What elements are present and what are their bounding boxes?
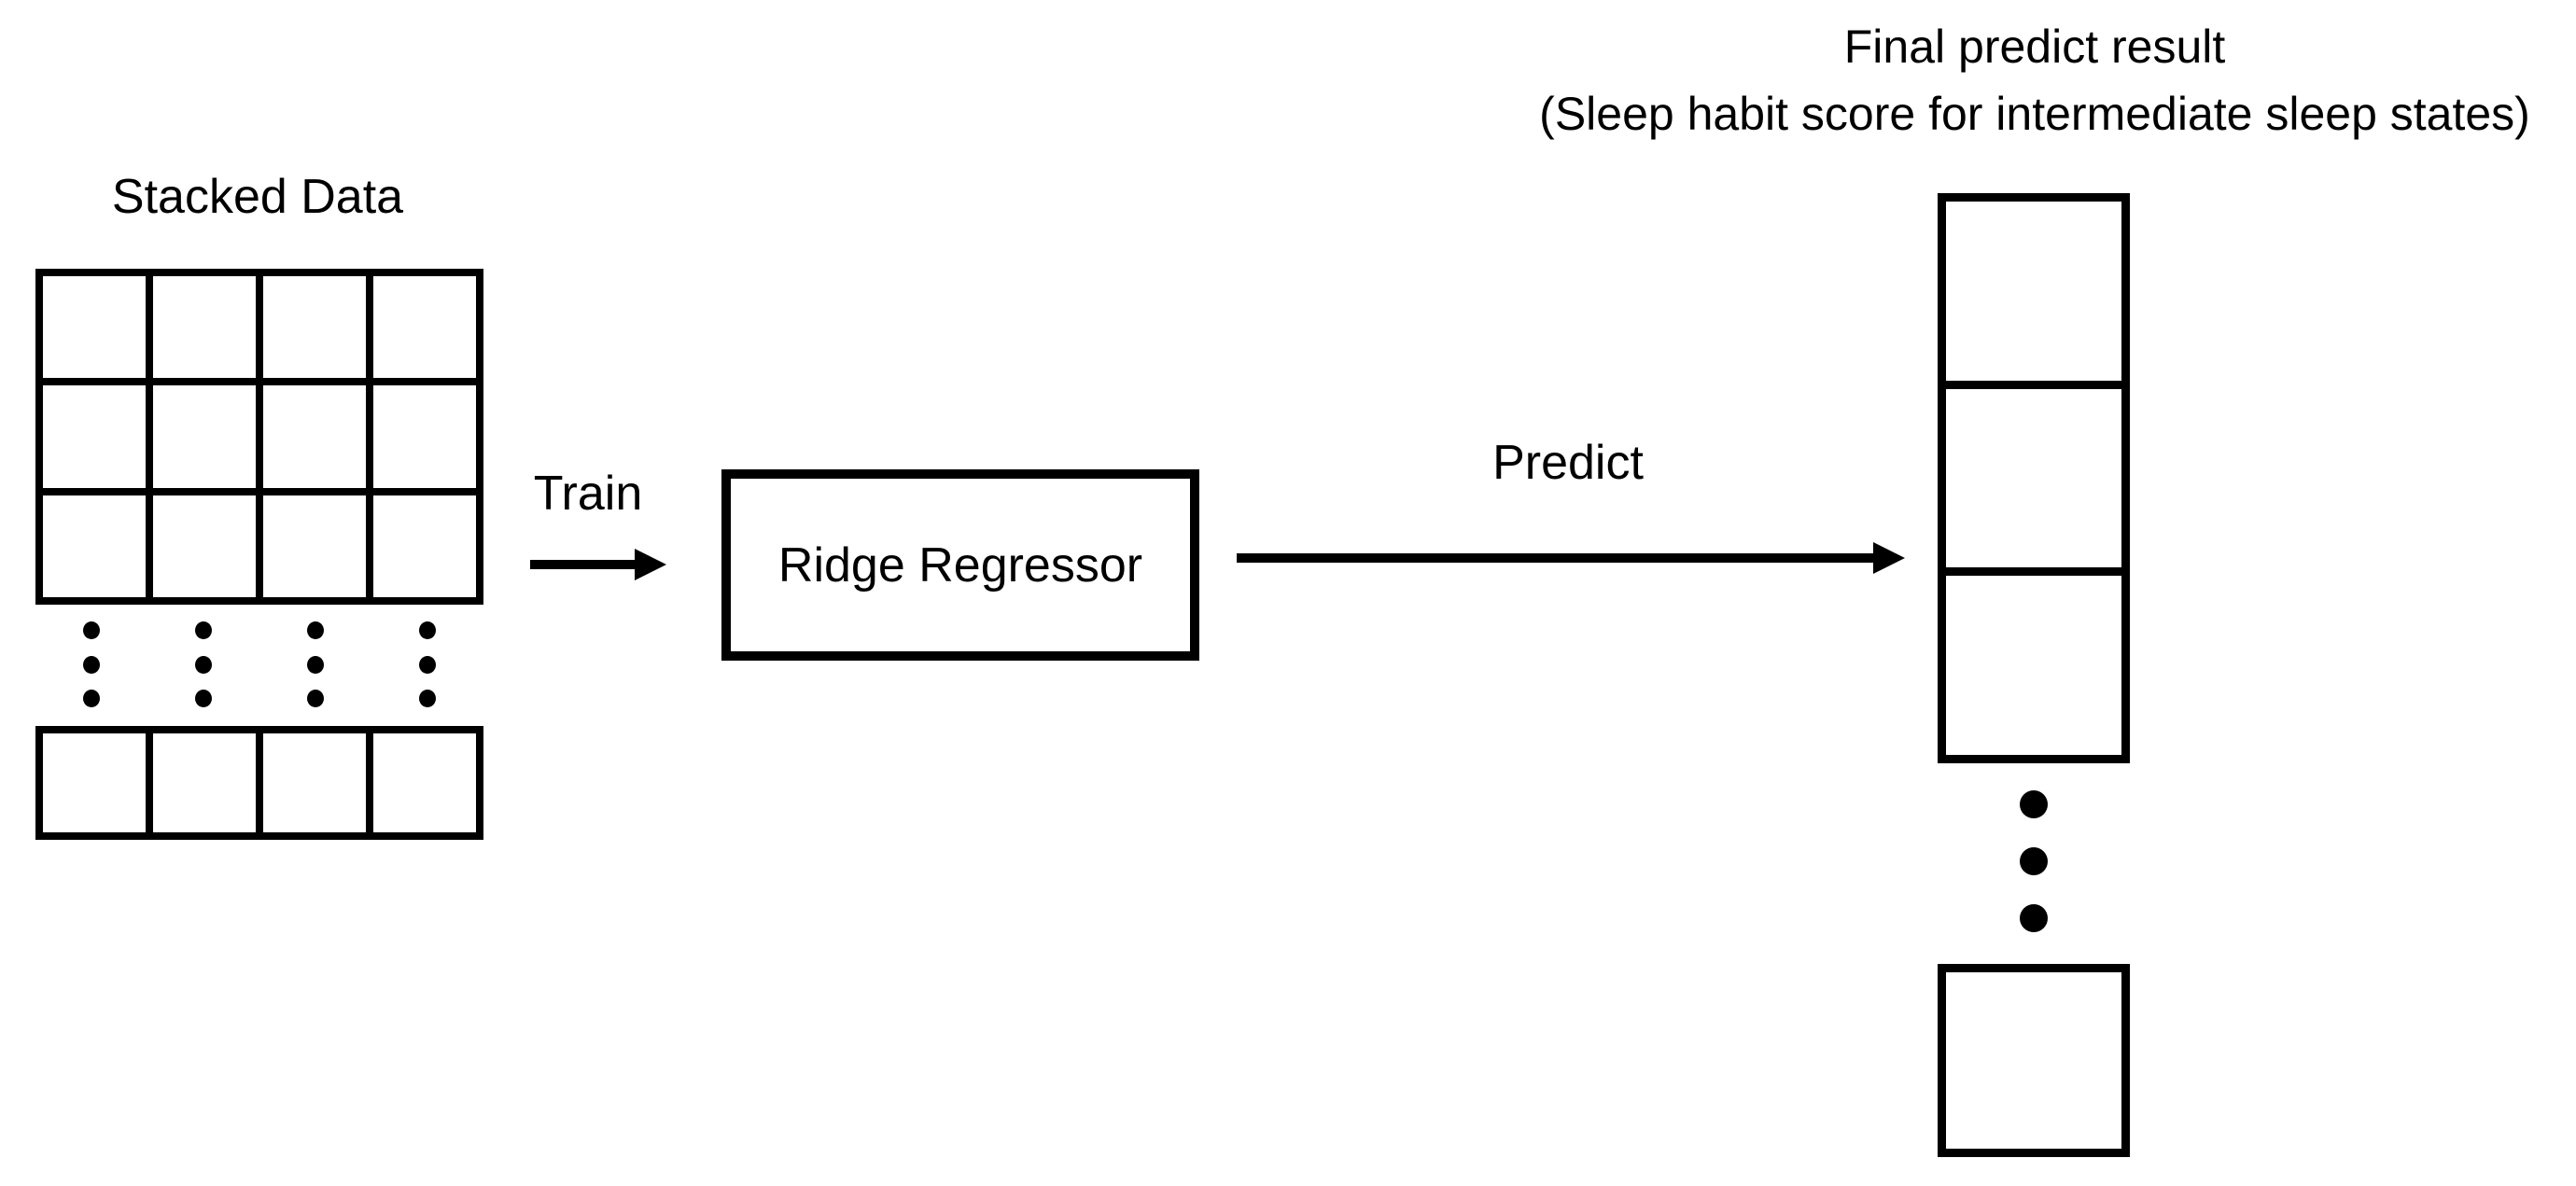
ellipsis-dot [195, 621, 212, 639]
stacked-data-cell [373, 733, 476, 832]
ellipsis-dot [83, 621, 100, 639]
ellipsis-dot [195, 655, 212, 674]
ridge-regressor-box: Ridge Regressor [721, 469, 1199, 661]
stacked-data-grid-top [35, 269, 483, 605]
stacked-data-cell [373, 495, 476, 597]
ellipsis-dot [419, 621, 436, 639]
stacked-data-cell [263, 495, 366, 597]
stacked-data-cell [373, 385, 476, 488]
predict-arrow-head [1873, 542, 1905, 574]
stacked-data-cell [373, 276, 476, 379]
result-cell [1946, 576, 2121, 755]
ellipsis-dot [419, 690, 436, 707]
ellipsis-dot [307, 621, 324, 639]
predict-label: Predict [1492, 436, 1644, 490]
result-title: Final predict result (Sleep habit score … [1491, 13, 2576, 147]
stacked-data-cell [43, 385, 146, 488]
stacked-data-cell [153, 276, 256, 379]
ellipsis-dot [195, 690, 212, 707]
ellipsis-dot [2020, 847, 2048, 875]
stacked-data-cell [153, 385, 256, 488]
ellipsis-dot [2020, 790, 2048, 818]
ellipsis-dot [83, 655, 100, 674]
ellipsis-column [259, 621, 371, 707]
train-arrow-head [635, 549, 666, 580]
ellipsis-dot [419, 655, 436, 674]
stacked-data-cell [263, 733, 366, 832]
ellipsis-column [35, 621, 147, 707]
result-title-line2: (Sleep habit score for intermediate slee… [1539, 88, 2530, 140]
ellipsis-dot [83, 690, 100, 707]
result-ellipsis [1938, 790, 2130, 932]
result-cell [1946, 202, 2121, 381]
result-column [1938, 193, 2130, 763]
stacked-data-cell [43, 276, 146, 379]
stacked-data-grid-bottom [35, 726, 483, 840]
train-label: Train [533, 467, 643, 521]
stacked-data-cell [43, 495, 146, 597]
stacked-data-cell [263, 276, 366, 379]
ellipsis-column [371, 621, 483, 707]
ellipsis-column [147, 621, 259, 707]
stacked-data-ellipsis [35, 621, 483, 707]
ellipsis-dot [2020, 904, 2048, 932]
result-cell [1946, 388, 2121, 568]
result-title-line1: Final predict result [1843, 21, 2226, 73]
ellipsis-dot [307, 655, 324, 674]
train-arrow-shaft [530, 560, 635, 569]
stacked-data-label: Stacked Data [111, 170, 404, 224]
stacked-data-cell [153, 495, 256, 597]
ellipsis-dot [307, 690, 324, 707]
result-final-cell [1938, 964, 2130, 1157]
ridge-regressor-label: Ridge Regressor [777, 537, 1143, 593]
predict-arrow-shaft [1237, 553, 1873, 563]
stacked-data-cell [153, 733, 256, 832]
stacked-data-cell [43, 733, 146, 832]
stacked-data-cell [263, 385, 366, 488]
